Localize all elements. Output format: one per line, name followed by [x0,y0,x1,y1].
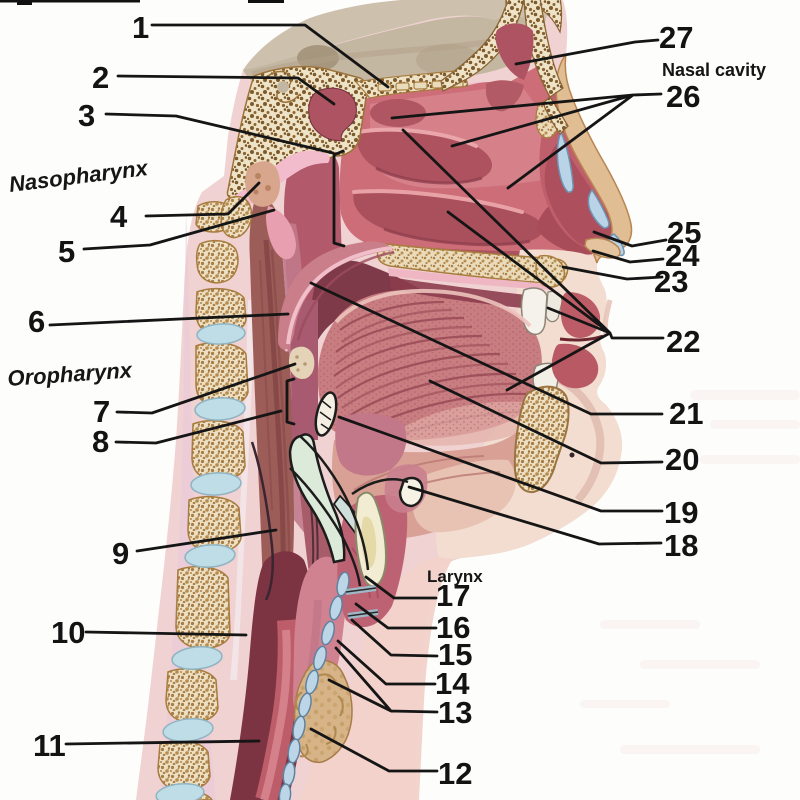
svg-text:23: 23 [654,264,688,299]
svg-text:7: 7 [93,394,110,429]
svg-text:2: 2 [92,60,109,95]
svg-text:20: 20 [665,442,699,477]
svg-text:4: 4 [110,199,128,234]
svg-text:13: 13 [438,695,472,730]
svg-text:15: 15 [438,637,472,672]
svg-text:10: 10 [51,615,85,650]
svg-text:9: 9 [112,536,129,571]
svg-text:19: 19 [664,495,698,530]
svg-text:27: 27 [659,20,693,55]
svg-text:17: 17 [436,578,470,613]
svg-text:16: 16 [436,610,470,645]
svg-text:11: 11 [33,728,66,763]
svg-text:Nasal cavity: Nasal cavity [662,60,766,80]
svg-text:6: 6 [28,304,45,339]
svg-text:21: 21 [669,396,703,431]
svg-text:22: 22 [666,324,700,359]
svg-text:8: 8 [92,424,109,459]
svg-text:5: 5 [58,234,75,269]
svg-text:12: 12 [438,756,472,791]
svg-text:25: 25 [667,215,701,250]
svg-text:3: 3 [78,98,95,133]
svg-text:18: 18 [664,528,698,563]
svg-text:14: 14 [435,666,470,701]
svg-text:24: 24 [665,238,700,273]
svg-text:26: 26 [666,79,700,114]
svg-text:Larynx: Larynx [427,567,483,586]
svg-text:1: 1 [132,10,149,45]
